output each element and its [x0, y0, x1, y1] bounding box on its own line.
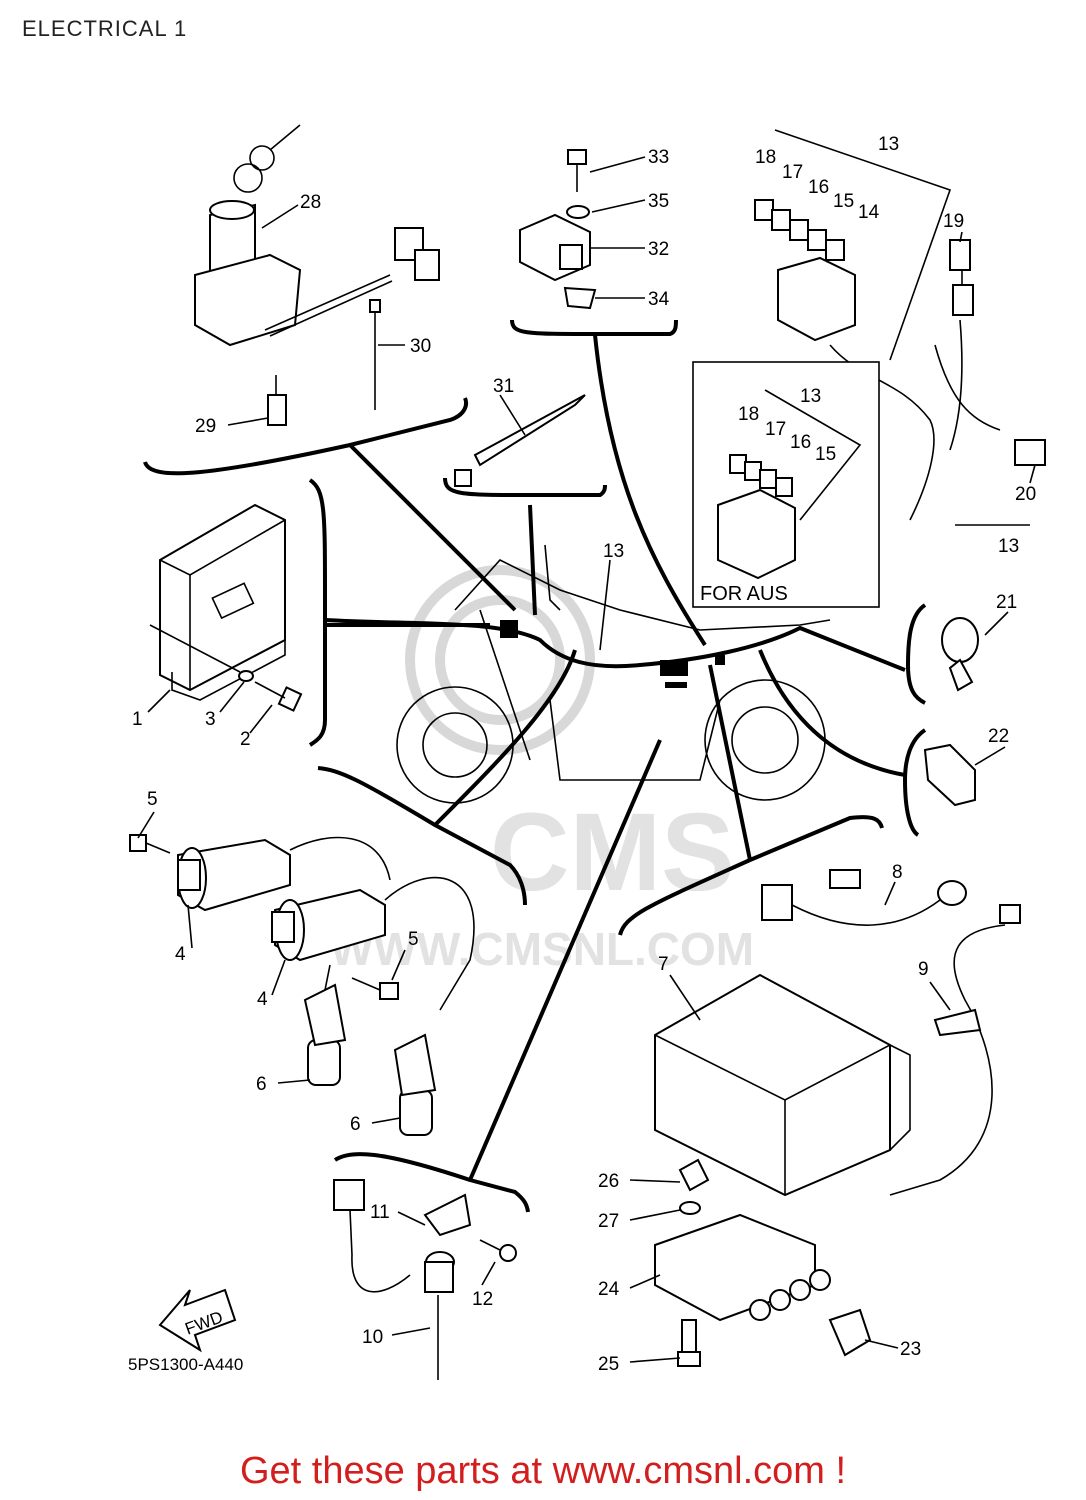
callout-15a: 15 — [833, 191, 854, 212]
callout-27: 27 — [598, 1211, 619, 1232]
clamp-part-21[interactable] — [941, 617, 979, 692]
callout-7: 7 — [658, 954, 669, 975]
parts-diagram: CMS WWW.CMSNL.COM — [128, 124, 1046, 1380]
callout-18b: 18 — [738, 404, 759, 425]
cable-tie-part-30[interactable] — [369, 299, 381, 410]
callout-25: 25 — [598, 1354, 619, 1375]
callout-34: 34 — [648, 289, 670, 310]
ecu-unit[interactable] — [149, 503, 286, 701]
for-aus-label: FOR AUS — [700, 583, 788, 605]
callout-5a: 5 — [147, 789, 158, 810]
watermark: CMS WWW.CMSNL.COM — [330, 565, 754, 975]
sensor-part-10[interactable] — [333, 1179, 455, 1380]
callout-26: 26 — [598, 1171, 619, 1192]
callout-35: 35 — [648, 191, 669, 212]
battery-cable-part-8[interactable] — [761, 869, 967, 926]
callout-labels: 1 2 3 4 4 5 5 6 6 7 8 9 10 11 12 13 13 1… — [132, 134, 1036, 1375]
callout-6b: 6 — [350, 1114, 361, 1135]
callout-leaders — [137, 156, 1036, 1363]
callout-33: 33 — [648, 147, 669, 168]
callout-24: 24 — [598, 1279, 620, 1300]
callout-8: 8 — [892, 862, 903, 883]
screw-part-5[interactable] — [129, 834, 399, 1000]
callout-11: 11 — [370, 1202, 390, 1223]
callout-3: 3 — [205, 709, 216, 730]
callout-13b: 13 — [800, 386, 821, 407]
clip-part-26[interactable] — [678, 1158, 710, 1192]
callout-29: 29 — [195, 416, 216, 437]
harness-strip-part-31[interactable] — [454, 394, 586, 487]
callout-14: 14 — [858, 202, 880, 223]
callout-17b: 17 — [765, 419, 786, 440]
callout-28: 28 — [300, 192, 321, 213]
sensor-assembly-32[interactable] — [519, 149, 597, 310]
callout-5b: 5 — [408, 929, 419, 950]
for-aus-inset: FOR AUS — [692, 361, 880, 608]
callout-23: 23 — [900, 1339, 921, 1360]
screw-part-12[interactable] — [479, 1239, 517, 1262]
callout-20: 20 — [1015, 484, 1036, 505]
group-leaders — [325, 334, 906, 1181]
collar-part-27[interactable] — [679, 1201, 701, 1215]
callout-17a: 17 — [782, 162, 803, 183]
callout-1: 1 — [132, 709, 143, 730]
battery-cable-part-9[interactable] — [889, 904, 1021, 1196]
callout-13c: 13 — [998, 536, 1019, 557]
fuse-box-assembly[interactable] — [754, 129, 1046, 521]
callout-9: 9 — [918, 959, 929, 980]
callout-15b: 15 — [815, 444, 836, 465]
battery[interactable] — [654, 973, 911, 1197]
spark-plug-cap-part-6[interactable] — [303, 983, 437, 1136]
callout-4b: 4 — [257, 989, 268, 1010]
holder-part-22[interactable] — [923, 743, 976, 807]
callout-21: 21 — [996, 592, 1017, 613]
callout-31: 31 — [493, 376, 514, 397]
callout-32: 32 — [648, 239, 669, 260]
bolt-part-25[interactable] — [677, 1319, 701, 1367]
footer-cta-link[interactable]: Get these parts at www.cmsnl.com ! — [239, 1450, 847, 1492]
callout-13a: 13 — [878, 134, 899, 155]
bracket-part-11[interactable] — [423, 1193, 472, 1237]
page-title: ELECTRICAL 1 — [22, 16, 188, 41]
group-brackets — [143, 319, 927, 1213]
bolt-part-2[interactable] — [254, 681, 303, 712]
ignition-coil-upper[interactable] — [177, 836, 391, 912]
diagram-code: 5PS1300-A440 — [128, 1355, 243, 1374]
callout-22: 22 — [988, 726, 1009, 747]
ignition-switch[interactable] — [194, 124, 440, 426]
ignition-coil-lower[interactable] — [271, 876, 475, 1016]
watermark-url-text: WWW.CMSNL.COM — [330, 923, 754, 975]
callout-2: 2 — [240, 729, 251, 750]
callout-16b: 16 — [790, 432, 811, 453]
motorcycle-outline — [396, 544, 831, 804]
callout-16a: 16 — [808, 177, 829, 198]
callout-13d: 13 — [603, 541, 624, 562]
callout-18a: 18 — [755, 147, 776, 168]
callout-4a: 4 — [175, 944, 186, 965]
fwd-arrow-icon: FWD — [158, 1288, 237, 1353]
callout-19: 19 — [943, 211, 964, 232]
washer-part-3[interactable] — [238, 670, 254, 682]
callout-10: 10 — [362, 1327, 383, 1348]
callout-6a: 6 — [256, 1074, 267, 1095]
rectifier-regulator-part-24[interactable] — [654, 1213, 831, 1322]
clamp-part-23[interactable] — [828, 1308, 872, 1357]
callout-30: 30 — [410, 336, 431, 357]
callout-12: 12 — [472, 1289, 493, 1310]
